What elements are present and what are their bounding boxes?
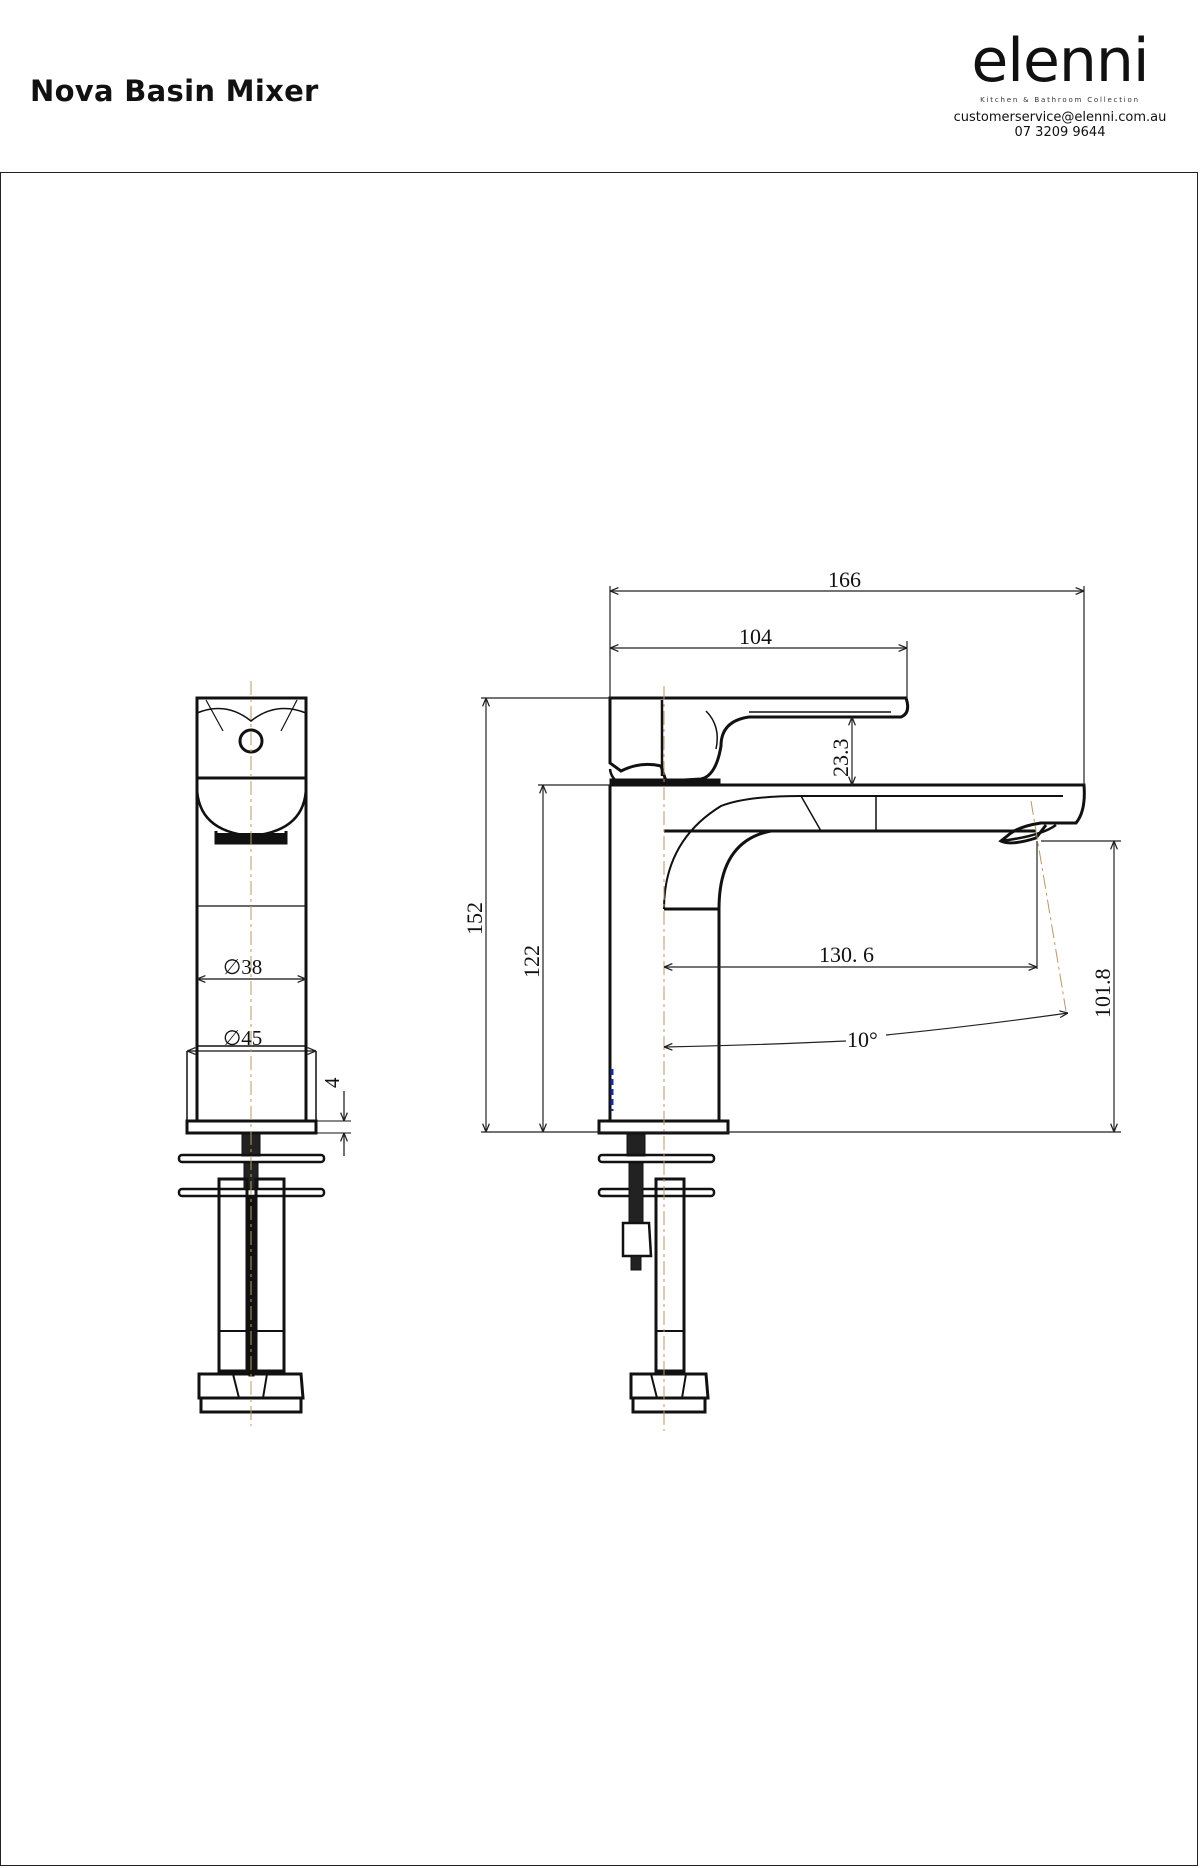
page-header: Nova Basin Mixer elenni Kitchen & Bathro… [0, 0, 1200, 172]
contact-phone: 07 3209 9644 [1014, 125, 1106, 140]
dim-base-thickness: 4 [320, 1077, 344, 1088]
brand-wordmark: elenni [971, 26, 1149, 96]
front-body [195, 778, 308, 1121]
technical-drawing-frame: ∅38 ∅45 4 [0, 172, 1198, 1866]
side-view [597, 696, 1086, 1414]
technical-drawing: ∅38 ∅45 4 [177, 567, 1121, 1431]
brand-tagline: Kitchen & Bathroom Collection [980, 96, 1140, 104]
side-body [608, 785, 721, 1121]
front-view [177, 696, 351, 1414]
dim-base-diameter: ∅45 [223, 1026, 262, 1050]
dim-overall-height: 152 [462, 902, 487, 935]
side-dimension-lines [481, 586, 1121, 1133]
side-spout [610, 783, 1086, 845]
contact-info: customerservice@elenni.com.au 07 3209 96… [940, 110, 1180, 140]
dim-spout-angle: 10° [847, 1027, 878, 1052]
dim-spout-reach: 130. 6 [819, 942, 874, 967]
dim-overall-reach: 166 [828, 567, 861, 592]
brand-logo: elenni Kitchen & Bathroom Collection [950, 30, 1170, 110]
dim-body-diameter: ∅38 [223, 955, 262, 979]
dim-body-height: 122 [519, 945, 544, 978]
side-hex-nut [629, 1372, 710, 1400]
side-handle [608, 696, 910, 783]
contact-email[interactable]: customerservice@elenni.com.au [953, 110, 1167, 125]
dim-spout-clearance: 101.8 [1090, 969, 1115, 1019]
product-title: Nova Basin Mixer [30, 74, 319, 108]
dim-handle-height: 23.3 [828, 739, 853, 778]
dim-handle-reach: 104 [739, 624, 772, 649]
front-handle [195, 696, 308, 780]
